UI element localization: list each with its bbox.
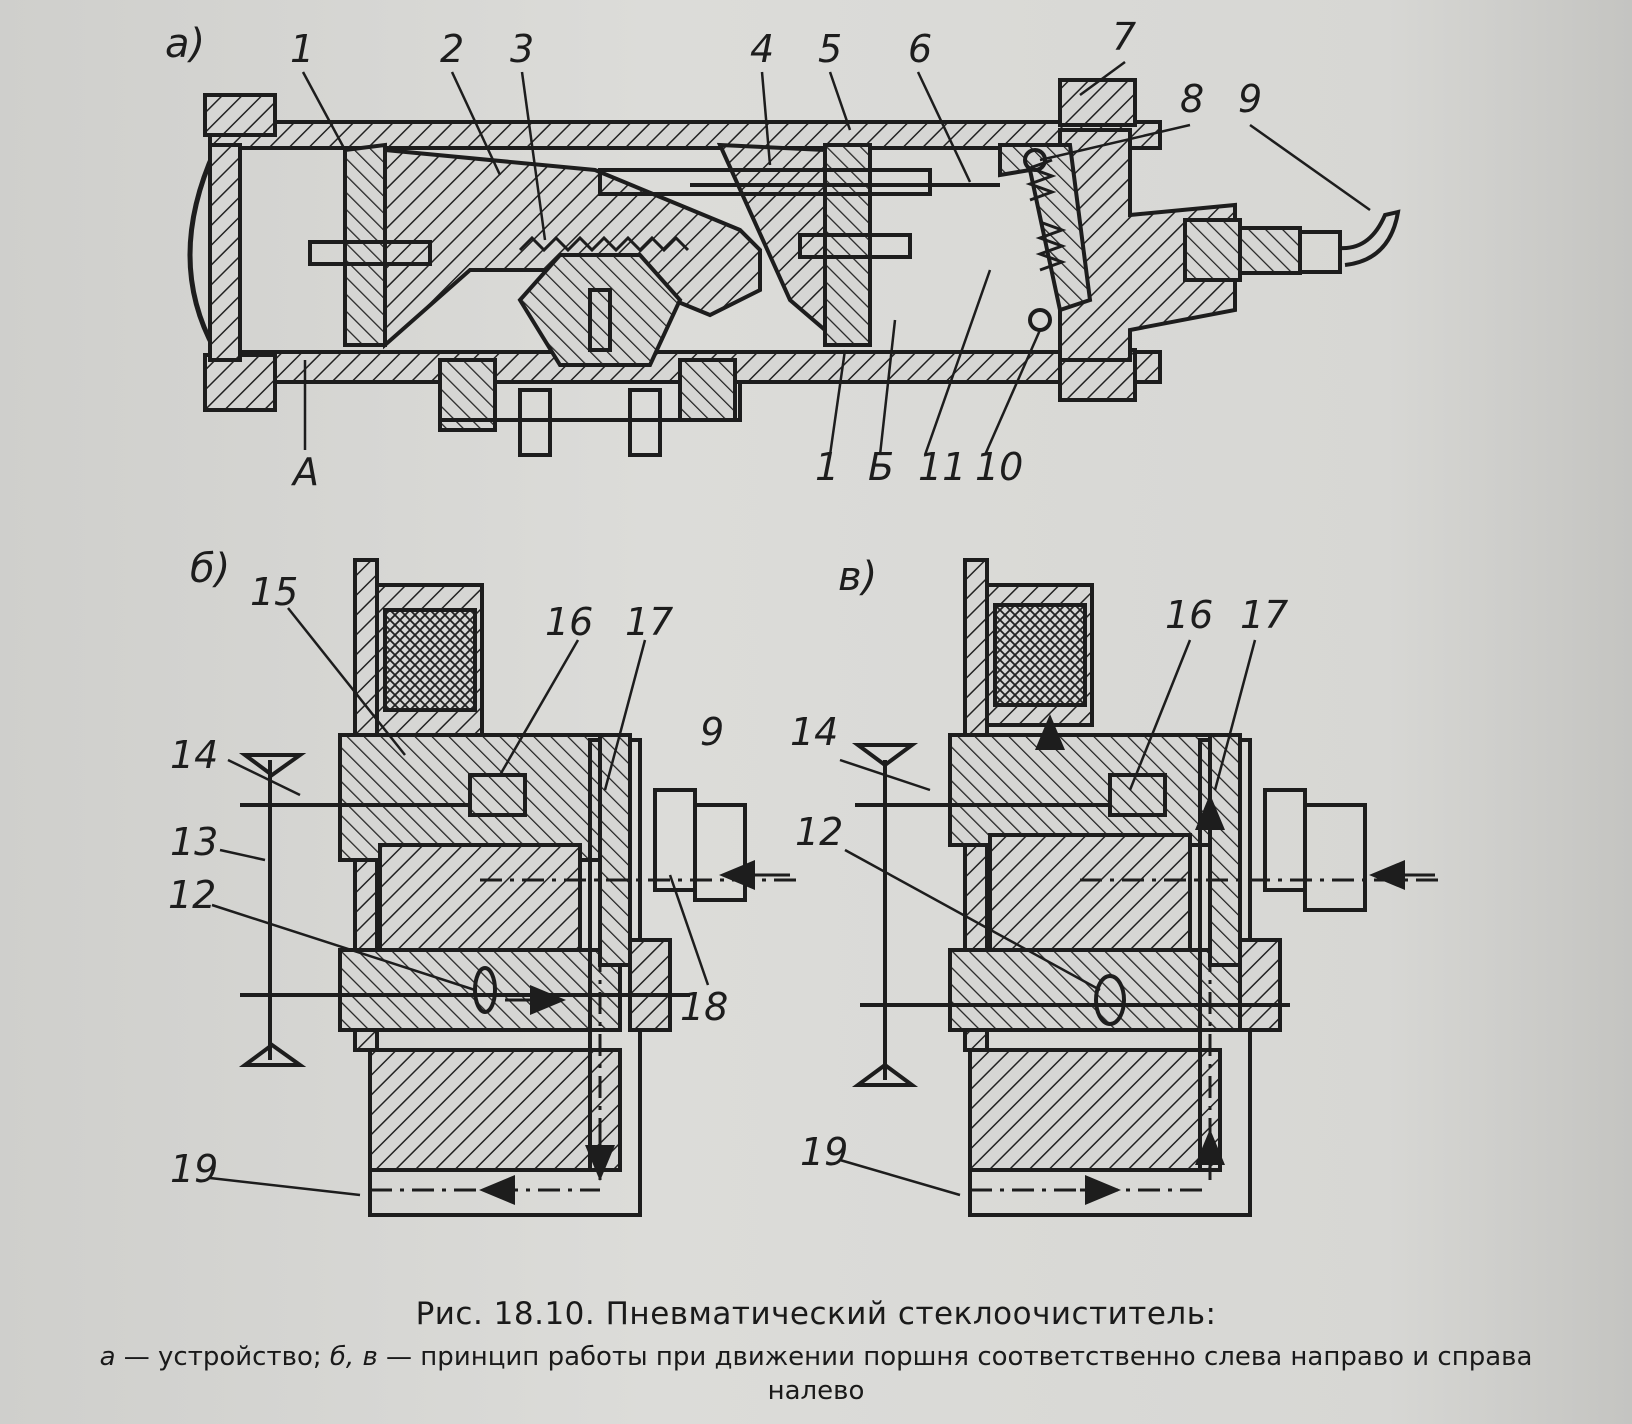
label-v-19: 19	[800, 1130, 848, 1174]
wiper-drawing: а) б) в) 1 2 3 4 5 6 7 8 9 А 1 Б 11 10 1…	[165, 15, 1440, 1217]
label-b-13: 13	[170, 820, 218, 864]
label-v-17: 17	[1240, 593, 1288, 637]
label-a-9: 9	[1238, 77, 1262, 121]
label-a-4: 4	[750, 27, 774, 71]
label-a-11: 11	[918, 445, 966, 489]
label-a-chamber-B: Б	[868, 445, 894, 489]
label-v-16: 16	[1165, 593, 1213, 637]
view-b-label: б)	[190, 546, 230, 592]
caption-letter-a: а	[99, 1342, 116, 1372]
label-b-12: 12	[168, 873, 216, 917]
label-a-1-lower: 1	[815, 445, 839, 489]
figure-caption-title: Рис. 18.10. Пневматический стеклоочистит…	[415, 1296, 1217, 1332]
label-b-15: 15	[250, 570, 298, 614]
label-a-1: 1	[290, 27, 314, 71]
caption-letters-bv: б, в	[329, 1342, 378, 1372]
label-a-3: 3	[510, 27, 534, 71]
view-v-principle	[839, 558, 1440, 1217]
label-b-16: 16	[545, 600, 593, 644]
view-a-label: а)	[165, 21, 205, 67]
label-b-14: 14	[170, 733, 218, 777]
label-b-9: 9	[700, 710, 724, 754]
label-b-19: 19	[170, 1147, 218, 1191]
label-a-10: 10	[975, 445, 1023, 489]
figure-caption-text: а — устройство; б, в — принцип работы пр…	[0, 1340, 1632, 1408]
label-b-17: 17	[625, 600, 673, 644]
label-a-7: 7	[1112, 15, 1136, 59]
label-a-6: 6	[908, 27, 932, 71]
label-a-chamber-A: А	[290, 450, 319, 494]
label-a-2: 2	[440, 27, 464, 71]
label-a-5: 5	[818, 27, 842, 71]
view-a-device	[187, 60, 1401, 457]
caption-text-a: — устройство;	[115, 1342, 330, 1372]
view-v-label: в)	[838, 554, 877, 600]
caption-text-bv: — принцип работы при движении поршня соо…	[377, 1342, 1533, 1406]
label-v-12: 12	[795, 810, 843, 854]
view-b-principle	[209, 558, 800, 1217]
label-v-14: 14	[790, 710, 838, 754]
label-b-18: 18	[680, 985, 728, 1029]
label-a-8: 8	[1180, 77, 1204, 121]
